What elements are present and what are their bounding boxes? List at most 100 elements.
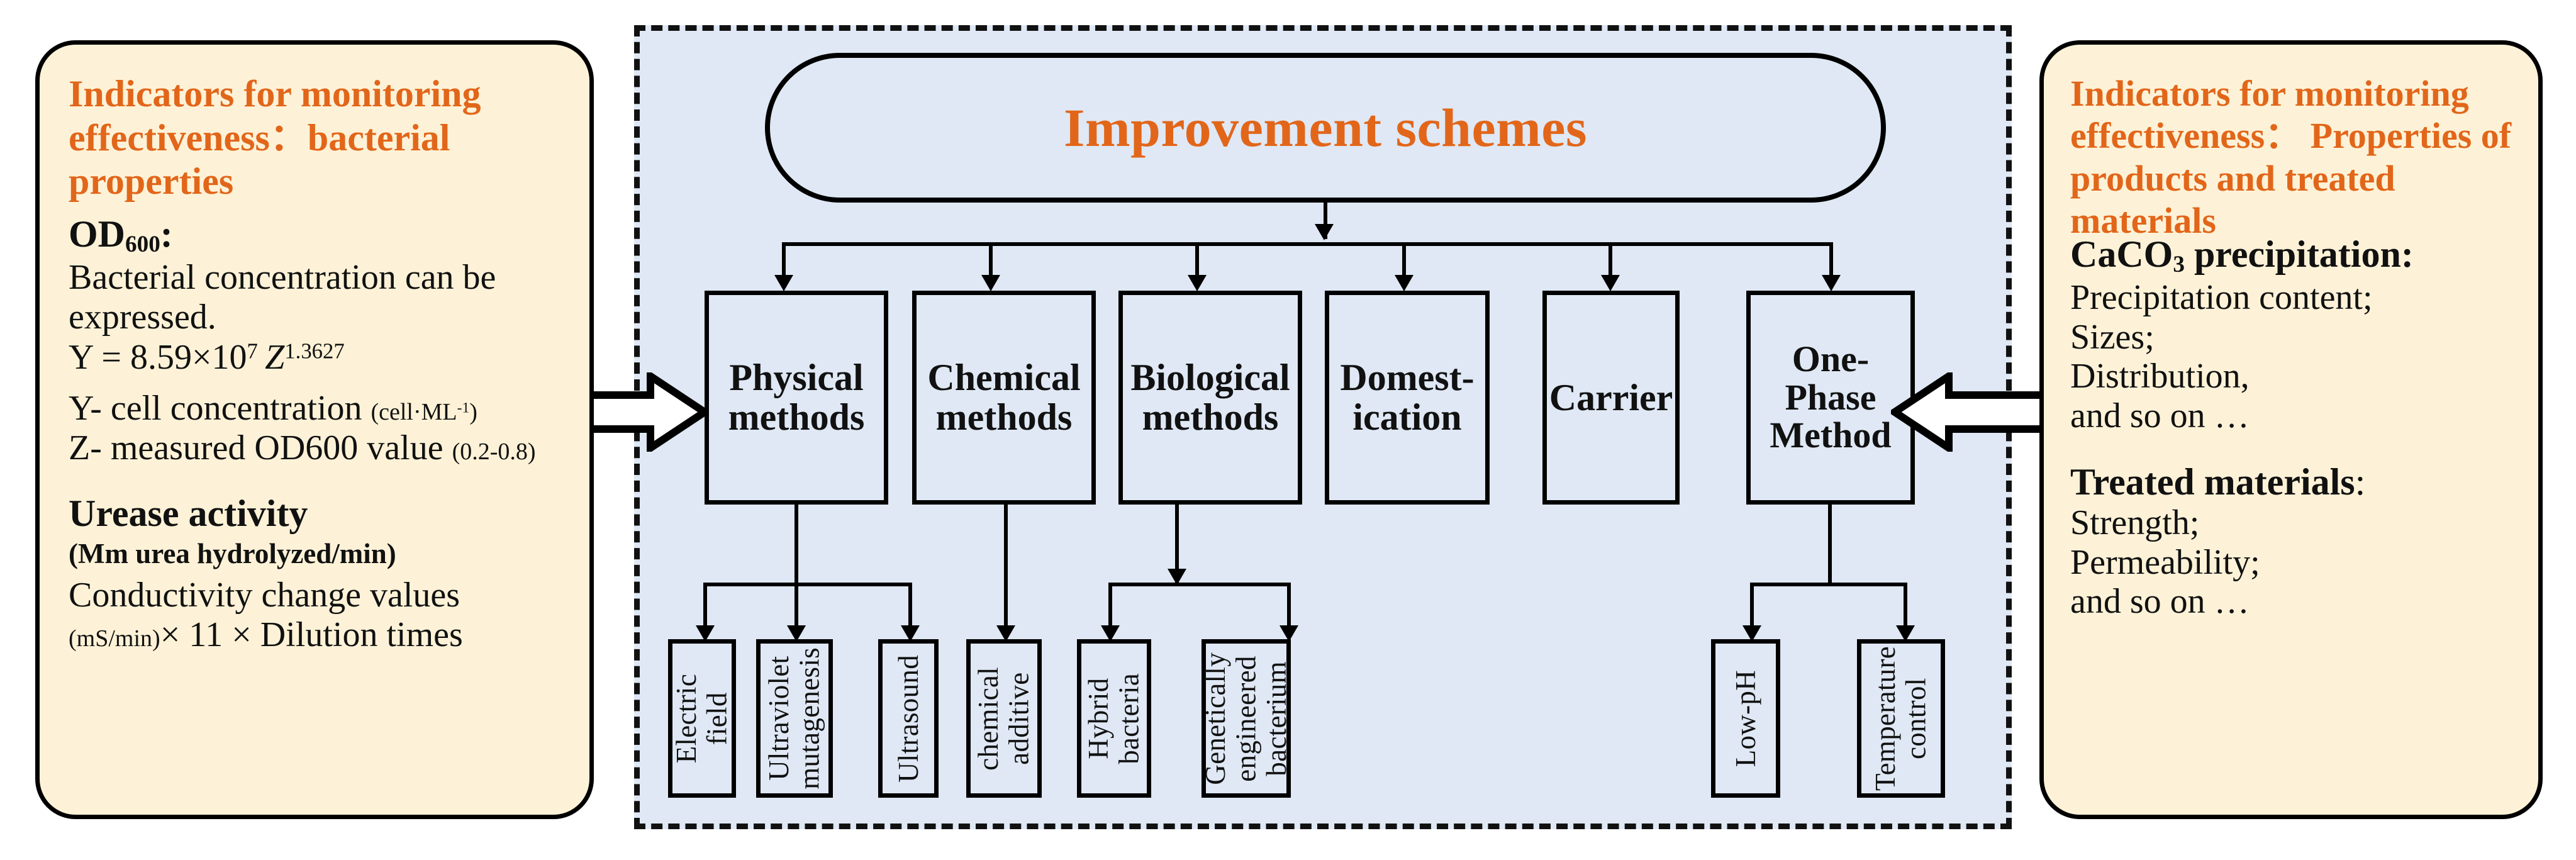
drop-arrow-biological: [1188, 275, 1207, 291]
drop-line-carrier: [1609, 242, 1612, 288]
drop-arrow-domestication: [1395, 275, 1413, 291]
method-label-chemical: Chemical methods: [927, 357, 1081, 438]
def-y-unit: (cell·ML-1): [371, 399, 477, 425]
left-panel-body: OD600: Bacterial concentration can be ex…: [69, 213, 578, 654]
drop-line-physical: [782, 242, 786, 288]
drop-arrow-chemical: [981, 275, 1000, 291]
urease-title: Urease activity: [69, 493, 308, 535]
method-box-biological[interactable]: Biological methods: [1118, 291, 1302, 505]
branch-arrow-temperature-control: [1896, 625, 1915, 642]
main-distributor-bar: [782, 242, 1832, 246]
def-y-unit-main: (cell·ML: [371, 398, 457, 425]
treated-line-3: and so on …: [2070, 582, 2250, 622]
formula-times: ×10: [191, 338, 247, 377]
sub-box-chemical-additive[interactable]: chemical additive: [966, 639, 1042, 798]
sub-label-low-ph: Low-pH: [1729, 669, 1761, 768]
branch-bar-physical: [703, 583, 912, 586]
drop-arrow-one-phase: [1822, 275, 1841, 291]
branch-arrow-electric-field: [696, 625, 715, 642]
sub-label-hybrid-bacteria: Hybrid bacteria: [1083, 673, 1145, 764]
urease-unit-line: (Mm urea hydrolyzed/min): [69, 537, 396, 569]
method-box-physical[interactable]: Physical methods: [705, 291, 888, 505]
formula-exp1: 7: [247, 338, 258, 364]
sub-label-electric-field: Electric field: [671, 673, 733, 764]
od600-formula: Y = 8.59×107 Z1.3627: [69, 338, 578, 377]
caco3-title: CaCO3 precipitation:: [2070, 233, 2529, 278]
treated-line-2: Permeability;: [2070, 542, 2260, 582]
branch-line-hybrid-bacteria: [1108, 583, 1112, 638]
drop-line-domestication: [1402, 242, 1406, 288]
drop-line-biological: [1195, 242, 1199, 288]
method-label-domestication: Domest- ication: [1340, 357, 1475, 438]
sub-label-ultrasound: Ultrasound: [892, 654, 924, 783]
branch-bar-one-phase: [1750, 583, 1907, 586]
branch-line-electric-field: [703, 583, 707, 638]
formula-lhs: Y = 8.59: [69, 338, 192, 377]
method-box-carrier[interactable]: Carrier: [1542, 291, 1680, 505]
left-panel-heading: Indicators for monitoring effectiveness：…: [69, 73, 481, 203]
sub-box-electric-field[interactable]: Electric field: [668, 639, 736, 798]
improvement-schemes-title-box: Improvement schemes: [765, 53, 1886, 203]
branch-arrow-ultrasound: [901, 625, 920, 642]
urease-last-unit: (mS/min): [69, 625, 160, 652]
treated-line-1: Strength;: [2070, 503, 2200, 542]
def-z: Z- measured OD600 value (0.2-0.8): [69, 428, 578, 468]
def-y-text: Y- cell concentration: [69, 388, 371, 428]
branch-arrow-chemical-additive: [996, 625, 1015, 642]
treated-title-tail: :: [2355, 461, 2366, 503]
drop-line-one-phase: [1829, 242, 1833, 288]
method-box-chemical[interactable]: Chemical methods: [912, 291, 1096, 505]
page-title: Improvement schemes: [1064, 98, 1587, 158]
def-y: Y- cell concentration (cell·ML-1): [69, 389, 578, 428]
drop-arrow-carrier: [1601, 275, 1620, 291]
od600-line-2: expressed.: [69, 297, 216, 337]
def-y-unit-tail: ): [469, 398, 477, 425]
urease-line-1: Conductivity change values: [69, 576, 460, 615]
caco3-line-3: Distribution,: [2070, 357, 2250, 396]
sub-box-genetically-engineered-bacterium[interactable]: Genetically engineered bacterium: [1200, 639, 1293, 798]
sub-box-low-ph[interactable]: Low-pH: [1711, 639, 1780, 798]
branch-arrow-ultraviolet: [787, 625, 806, 642]
def-z-unit: (0.2-0.8): [452, 438, 536, 465]
branch-line-ultrasound: [908, 583, 912, 638]
sub-box-ultrasound[interactable]: Ultrasound: [878, 639, 939, 798]
urease-line-2: (mS/min)× 11 × Dilution times: [69, 615, 578, 655]
spacer-3: [2070, 436, 2529, 461]
formula-var: Z: [265, 338, 285, 377]
title-trunk-line: [1324, 203, 1327, 239]
right-panel-heading: Indicators for monitoring effectiveness：…: [2070, 73, 2512, 241]
stem-line-chemical: [1004, 505, 1008, 638]
stem-arrow-biological: [1168, 569, 1186, 585]
method-label-physical: Physical methods: [728, 357, 865, 438]
branch-arrow-low-ph: [1742, 625, 1761, 642]
right-panel-body: CaCO3 precipitation: Precipitation conte…: [2070, 233, 2529, 622]
method-box-one-phase[interactable]: One- Phase Method: [1746, 291, 1915, 505]
sub-box-temperature-control[interactable]: Temperature control: [1857, 639, 1945, 798]
spacer-2: [69, 467, 578, 493]
caco3-line-2: Sizes;: [2070, 317, 2155, 357]
stem-line-one-phase: [1828, 505, 1832, 585]
od600-title-main: OD: [69, 213, 125, 255]
drop-arrow-physical: [774, 275, 793, 291]
method-label-biological: Biological methods: [1130, 357, 1290, 438]
spacer-1: [69, 377, 578, 389]
stem-line-biological: [1175, 505, 1179, 585]
method-label-one-phase: One- Phase Method: [1770, 338, 1892, 456]
sub-box-ultraviolet-mutagenesis[interactable]: Ultraviolet mutagenesis: [756, 639, 833, 798]
title-trunk-arrowhead: [1315, 224, 1334, 240]
od600-title-tail: :: [160, 213, 173, 255]
def-y-unit-sup: -1: [457, 399, 470, 416]
branch-arrow-genetically-engineered: [1280, 625, 1298, 642]
method-box-domestication[interactable]: Domest- ication: [1325, 291, 1490, 505]
sub-box-hybrid-bacteria[interactable]: Hybrid bacteria: [1077, 639, 1151, 798]
od600-title: OD600:: [69, 213, 578, 258]
method-label-carrier: Carrier: [1549, 376, 1673, 418]
branch-line-ultraviolet: [795, 583, 798, 638]
caco3-title-main: CaCO: [2070, 233, 2173, 275]
drop-line-chemical: [989, 242, 993, 288]
treated-title-main: Treated materials: [2070, 461, 2355, 503]
caco3-line-1: Precipitation content;: [2070, 277, 2373, 317]
right-to-center-block-arrow: [1891, 372, 2055, 452]
sub-label-genetically-engineered-bacterium: Genetically engineered bacterium: [1200, 652, 1293, 785]
caco3-title-tail: precipitation:: [2184, 233, 2414, 275]
